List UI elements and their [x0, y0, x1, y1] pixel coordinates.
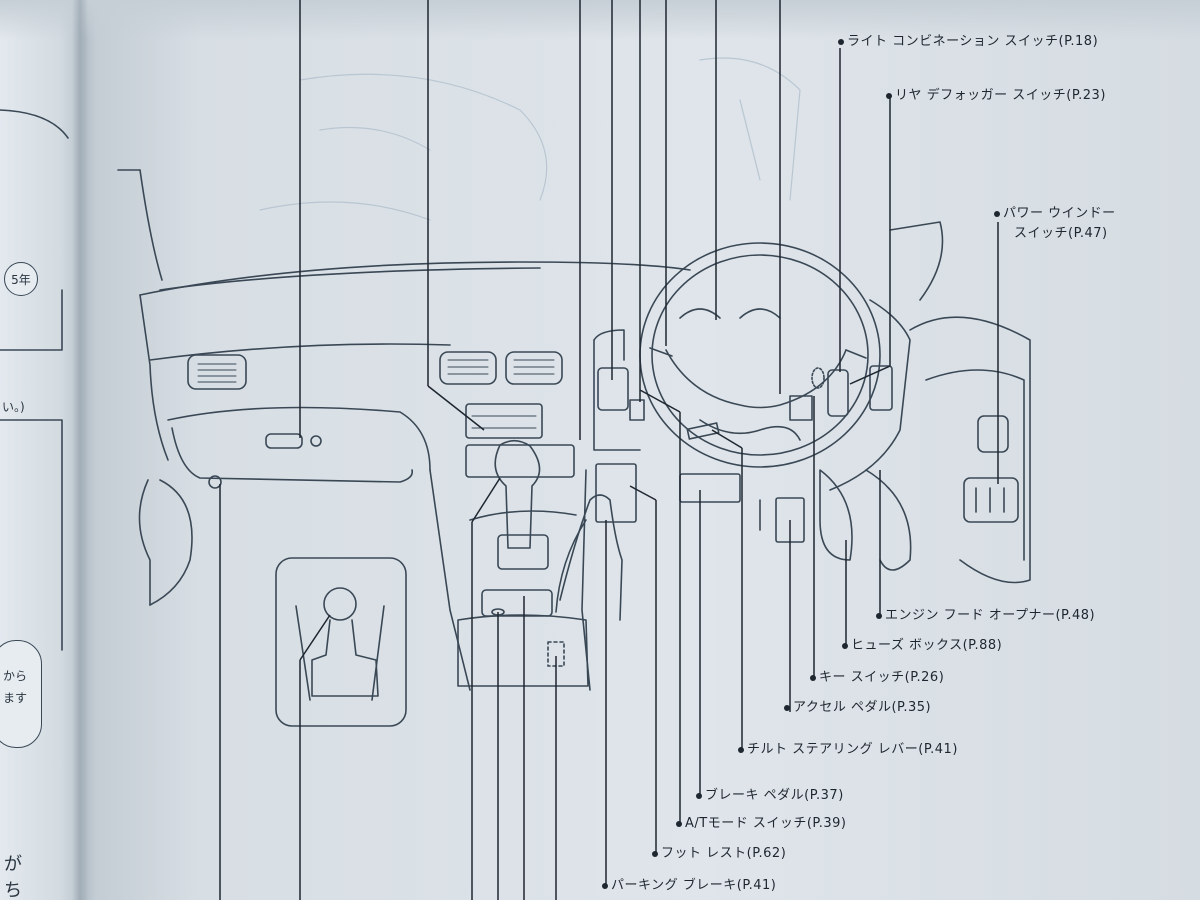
callout-dot — [696, 792, 702, 799]
callout-light-combination: ライト コンビネーション スイッチ(P.18) — [838, 34, 1098, 50]
callout-dot — [994, 210, 1000, 217]
instrument-gauges — [679, 308, 781, 319]
callout-key-switch: キー スイッチ(P.26) — [810, 670, 944, 686]
callout-dot — [676, 820, 682, 827]
wheel-hub — [665, 349, 847, 409]
callout-parking-brake: パーキング ブレーキ(P.41) — [602, 878, 776, 894]
glovebox-latch — [265, 433, 303, 449]
callout-power-window-page: スイッチ(P.47) — [1014, 226, 1108, 241]
callout-foot-rest: フット レスト(P.62) — [652, 846, 786, 862]
center-vent-left — [439, 351, 497, 385]
dash-left-edge — [139, 294, 169, 461]
badge-label: 5年 — [11, 272, 31, 287]
left-callout-circle: から ます — [0, 640, 42, 748]
right-pillar — [889, 221, 944, 301]
glovebox — [171, 427, 414, 483]
door-panel — [909, 316, 1031, 584]
brake-pedal — [679, 473, 741, 503]
manual-shifter-inset — [275, 557, 407, 727]
callout-engine-hood: エンジン フード オープナー(P.48) — [876, 608, 1095, 624]
right-vent — [869, 365, 893, 411]
callout-dot — [738, 746, 744, 753]
page-fold — [72, 0, 88, 900]
left-frame-line — [0, 109, 69, 139]
left-fragment-5: ち — [4, 880, 22, 900]
callout-dot — [886, 92, 892, 99]
callout-dot — [876, 612, 882, 619]
glovebox-top — [167, 406, 431, 471]
climate-panel — [465, 403, 543, 439]
armrest — [457, 614, 589, 687]
console-tray — [481, 589, 553, 617]
callout-dot — [652, 850, 658, 857]
left-door-edge — [138, 479, 151, 606]
callout-tilt-lever: チルト ステアリング レバー(P.41) — [738, 742, 958, 758]
dash-top-line — [139, 261, 691, 296]
key-cylinder — [811, 367, 825, 389]
light-combination-stalk — [827, 369, 849, 417]
left-fragment-1: い。) — [2, 400, 25, 414]
callout-power-window: パワー ウインドー — [994, 206, 1116, 222]
callout-dot — [838, 38, 844, 45]
print-through — [259, 57, 801, 221]
callout-accel-pedal: アクセル ペダル(P.35) — [784, 700, 931, 716]
left-box-line — [0, 419, 63, 651]
left-air-vent — [187, 354, 247, 390]
callout-dot — [784, 704, 790, 711]
left-table-line — [0, 289, 63, 351]
tilt-lever-detail — [686, 422, 720, 440]
year-badge: 5年 — [4, 262, 38, 296]
callout-at-mode: A/Tモード スイッチ(P.39) — [676, 816, 846, 832]
center-vent-right — [505, 351, 563, 385]
at-shift-lever — [494, 439, 541, 549]
callout-dot — [842, 642, 848, 649]
callout-brake-pedal: ブレーキ ペダル(P.37) — [696, 788, 844, 804]
left-fragment-3: ます — [3, 691, 28, 705]
switch-panel-left — [597, 367, 629, 411]
left-fragment-4: が — [4, 854, 22, 875]
left-pillar — [139, 169, 163, 281]
parking-brake — [559, 494, 623, 621]
callout-dot — [602, 882, 608, 889]
wiper-stalk — [649, 347, 673, 357]
leader-lines — [219, 0, 999, 900]
fuse-box — [819, 469, 853, 561]
page-shadow — [0, 0, 1200, 40]
callout-rear-defogger: リヤ デフォッガー スイッチ(P.23) — [886, 88, 1106, 104]
left-fragment-2: から — [3, 669, 28, 683]
foot-rest — [595, 463, 637, 523]
callout-fuse-box: ヒューズ ボックス(P.88) — [842, 638, 1002, 654]
door-handle — [977, 415, 1009, 453]
hood-opener-knob — [208, 475, 222, 489]
audio-unit — [465, 444, 575, 478]
power-window-switch — [963, 477, 1019, 523]
callout-dot — [810, 674, 816, 681]
